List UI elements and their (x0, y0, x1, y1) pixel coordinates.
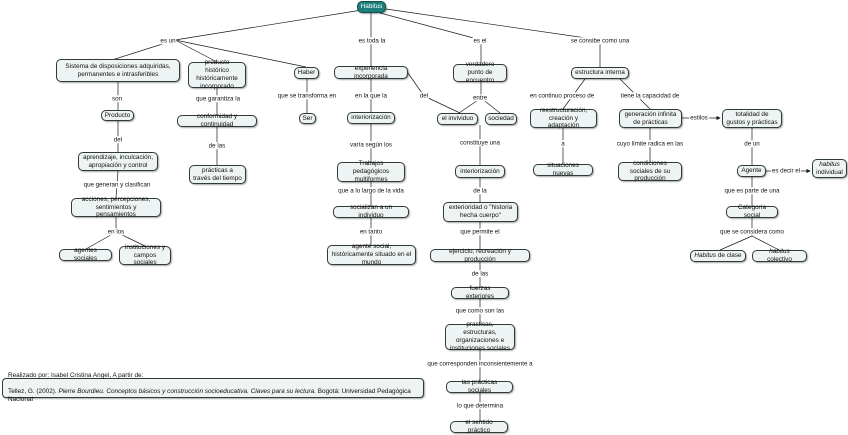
edge-label-entre: entre (471, 94, 489, 102)
edge-label-que-a-lo-largo: que a lo largo de la vida (337, 187, 405, 195)
edge-label-es-toda-la: es toda la (357, 37, 387, 45)
node-experiencia-incorporada[interactable]: experiencia incorporada (334, 65, 408, 80)
credits-text: Realizado por: Isabel Cristina Angel, A … (8, 365, 418, 412)
edge-label-a: a (560, 140, 566, 148)
edge-label-que-se-considera: que se considera como (719, 228, 785, 236)
node-habitus-colectivo[interactable]: habitus colectivo (752, 248, 807, 263)
node-practicas-sociales[interactable]: las prácticas sociales (446, 379, 513, 394)
node-socializan[interactable]: socializan a un individuo (333, 204, 409, 219)
edge-label-que-como-son: que como son las (454, 307, 506, 315)
edge-label-cuyo-limite: cuyo límite radica en las (615, 140, 685, 148)
node-sistema-de-disposiciones[interactable]: Sistema de disposiciones adquiridas, per… (56, 59, 180, 82)
edge-label-en-la-que: en la que la (354, 92, 388, 100)
edge-label-de-la: de la (472, 187, 488, 195)
edge-label-lo-que-determina: lo que determina (455, 402, 505, 410)
edge-label-que-se-transforma: que se transforma en (276, 92, 338, 100)
habitus-clase-text: Habitus de clase (694, 252, 742, 260)
edge-label-del: del (418, 92, 430, 100)
edge-label-que-generan: que generan y clasifican (82, 181, 152, 189)
node-generacion-infinita[interactable]: generación infinita de prácticas (619, 109, 682, 128)
node-aprendizaje[interactable]: aprendizaje, inculcación, apropiación y … (78, 152, 158, 171)
edge-label-es-un: es un (159, 37, 177, 45)
edge-label-en-tanto: en tanto (358, 228, 384, 236)
edge-label-que-garantiza: que garantiza la (194, 95, 242, 103)
node-trabajos-pedagogicos[interactable]: Trabajos pedagógicos multiformes (337, 160, 405, 183)
edge-label-que-corresponden: que corresponden inconsientemente a (426, 360, 534, 368)
node-verdadero-punto[interactable]: verdadero punto de encuentro (453, 61, 507, 84)
node-agente[interactable]: Agente (737, 165, 766, 177)
node-acciones-percepciones[interactable]: acciones, percepciones, sentimientos y p… (71, 196, 161, 218)
edge-label-de-las-2: de las (470, 270, 490, 278)
edge-label-en-los: en los (106, 228, 126, 236)
node-el-individuo[interactable]: el invividuo (437, 113, 478, 125)
node-producto-historico[interactable]: producto histórico históricamente incorp… (188, 59, 246, 90)
node-sociedad[interactable]: sociedad (485, 113, 517, 125)
node-interiorizacion-2[interactable]: interiorización (455, 165, 505, 178)
node-producto[interactable]: Producto (101, 110, 134, 121)
node-instituciones-campos[interactable]: instituciones y campos sociales (119, 244, 171, 266)
node-agentes-sociales[interactable]: agentes sociales (59, 247, 112, 262)
node-reestructuracion[interactable]: reestructuración, creación y adaptación (530, 107, 597, 129)
edge-label-se-consibe: se consibe como una (569, 37, 631, 45)
edge-label-son: son (111, 95, 123, 103)
node-exterioridad[interactable]: exterioridad o "historia hecha cuerpo" (443, 202, 518, 222)
node-sentido-practico[interactable]: el sentido práctico (450, 419, 508, 434)
habitus-colectivo-text: habitus colectivo (767, 248, 792, 263)
node-practicas-tiempo[interactable]: prácticas a través del tiempo (189, 165, 246, 184)
node-fuerzas-exteriores[interactable]: fuerzas exteriores (451, 285, 509, 300)
credits-line-1: Realizado por: Isabel Cristina Angel, A … (8, 372, 144, 380)
edge-label-es-decir-el: es decir el (770, 167, 802, 175)
edge-label-que-permite: que permite el (459, 228, 501, 236)
edge-label-tiene-la-capacidad: tiene la capacidad de (619, 92, 681, 100)
node-conformidad[interactable]: conformidad y continuidad (177, 113, 257, 128)
node-ejercicio-recreacion[interactable]: ejercicio, recreación y producción (430, 248, 530, 263)
node-estructura-interna[interactable]: estructura interna (571, 67, 629, 79)
edge-label-varia-segun: varía según los (349, 141, 393, 149)
edge-label-estilos: estilos (689, 114, 709, 122)
credits-box: Realizado por: Isabel Cristina Angel, A … (2, 372, 424, 403)
node-condiciones-sociales[interactable]: condiciones sociales de su producción (618, 160, 682, 182)
edge-label-es-el: es el (472, 37, 488, 45)
node-habitus-de-clase[interactable]: Habitus de clase (690, 250, 746, 262)
node-interiorizacion[interactable]: interiorización (347, 112, 395, 124)
node-haber[interactable]: Haber (294, 67, 319, 79)
edge-label-constituye: constituye una (459, 139, 501, 147)
node-practicas-estructuras[interactable]: practicas, estructuras, organizaciones e… (445, 321, 515, 352)
edge-label-de-un: de un (743, 140, 761, 148)
edge-label-en-continuo: en continuo proceso de (528, 92, 596, 100)
credits-line-2: Tellez, G. (2002). Pierre Bourdieu. Conc… (8, 388, 411, 403)
edge-label-de-las: de las (207, 142, 227, 150)
node-habitus[interactable]: Habitus (357, 1, 386, 13)
node-situaciones-nuevas[interactable]: situaciones nuevas (533, 162, 593, 177)
node-totalidad-gustos[interactable]: totalidad de gustos y prácticas (722, 109, 782, 128)
node-ser[interactable]: Ser (299, 113, 316, 124)
edge-label-del-2: del (112, 136, 124, 144)
node-categoria-social[interactable]: Categoría social (726, 204, 778, 219)
edge-label-que-es-parte: que es parte de una (723, 187, 781, 195)
node-agente-social[interactable]: agente social, históricamente situado en… (327, 243, 416, 266)
